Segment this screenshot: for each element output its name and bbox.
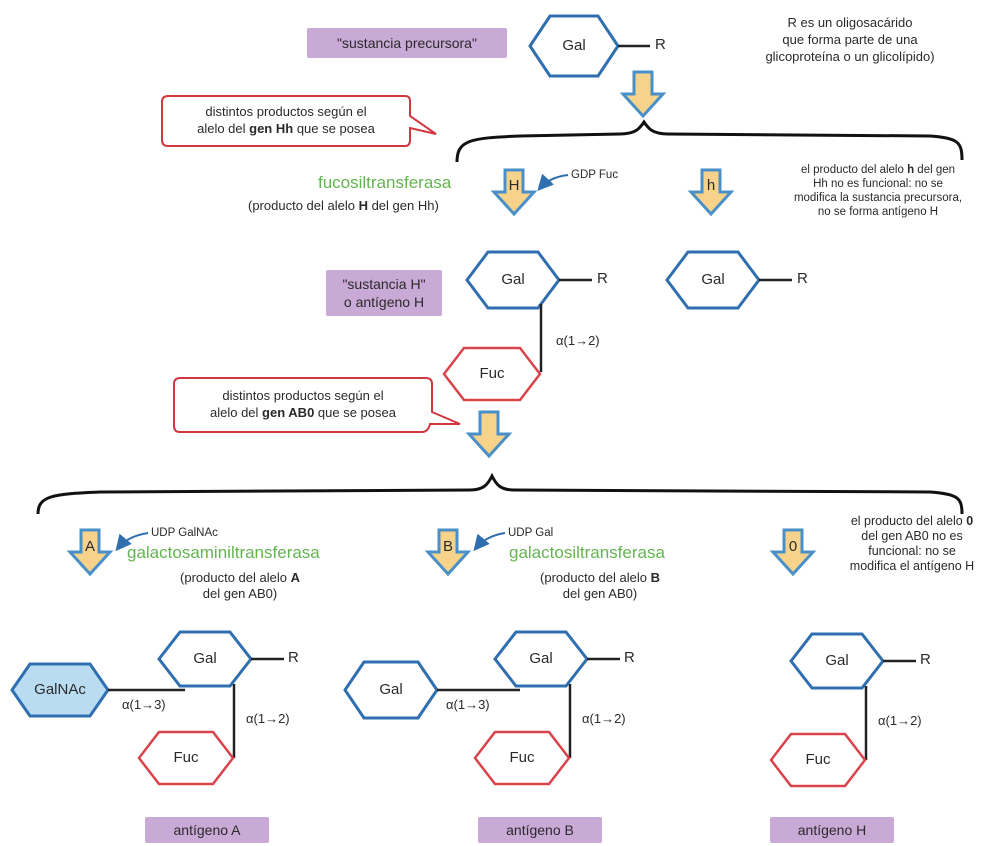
antigen-h-label: antígeno H [770, 817, 894, 843]
precursor-label: "sustancia precursora" [307, 28, 507, 58]
alpha12-label: α(1→2) [878, 713, 922, 728]
h-note-line: modifica la sustancia precursora, [793, 192, 963, 204]
precursor-text: "sustancia precursora" [337, 35, 477, 51]
udp-galnac-arrow [115, 532, 149, 552]
galnac-label: GalNAc [34, 681, 86, 698]
fuc-hexagon-a [137, 730, 235, 786]
enzyme-b-note: (producto del alelo B del gen AB0) [510, 570, 690, 602]
r-label: R [655, 36, 666, 53]
udp-gal-label: UDP Gal [508, 527, 554, 539]
allele-A-label: A [84, 538, 95, 555]
r-label: R [920, 651, 931, 668]
enzyme-note-line: del gen AB0) [202, 586, 278, 601]
enzyme-a-note: (producto del alelo A del gen AB0) [150, 570, 330, 602]
enzyme-note-line: (producto del alelo B [540, 570, 660, 585]
gdp-fuc-label: GDP Fuc [571, 169, 619, 181]
enzyme-a-label: galactosaminiltransferasa [127, 543, 320, 562]
callout-abo-text: distintos productos según el alelo del g… [176, 387, 430, 421]
gal-label: Gal [825, 652, 849, 669]
h-note: el producto del alelo h del gen Hh no es… [760, 163, 996, 219]
enzyme-b-label: galactosiltransferasa [509, 543, 665, 562]
alpha13-label: α(1→3) [446, 697, 490, 712]
callout-hh-bubble [161, 95, 437, 147]
fuc-hexagon-h [442, 346, 542, 402]
substance-h-label: "sustancia H" o antígeno H [326, 270, 442, 316]
o-note: el producto del alelo 0 del gen AB0 no e… [820, 514, 1004, 574]
down-arrow-icon [467, 410, 511, 458]
o-note-line: el producto del alelo 0 [850, 514, 974, 528]
allele-B-label: B [442, 538, 453, 555]
r-note-line: R es un oligosacárido [787, 15, 913, 30]
udp-galnac-label: UDP GalNAc [151, 527, 218, 539]
h-note-line: el producto del alelo h del gen [800, 164, 956, 176]
callout-hh-text: distintos productos según el alelo del g… [164, 103, 408, 137]
r-note-line: glicoproteína o un glicolípido) [765, 49, 935, 64]
callout-abo-bubble [173, 377, 461, 433]
fuc-hexagon-b [473, 730, 571, 786]
r-note: R es un oligosacárido que forma parte de… [740, 14, 960, 65]
substance-h-line2: o antígeno H [343, 294, 425, 310]
antigen-b-text: antígeno B [506, 822, 574, 838]
gdp-fuc-arrow [537, 173, 569, 191]
udp-gal-arrow [473, 532, 506, 552]
allele-0-label: 0 [788, 538, 798, 555]
alpha12-label: α(1→2) [582, 711, 626, 726]
alpha12-label: α(1→2) [246, 711, 290, 726]
antigen-a-label: antígeno A [145, 817, 269, 843]
fuc-hexagon-o [769, 732, 867, 788]
callout-line: distintos productos según el [222, 388, 384, 403]
antigen-h-text: antígeno H [797, 822, 867, 838]
brace-top [455, 119, 964, 163]
fuc-label: Fuc [479, 365, 505, 382]
antigen-a-text: antígeno A [173, 822, 241, 838]
enzyme-note-line: (producto del alelo A [180, 570, 300, 585]
h-note-line: Hh no es funcional: no se [813, 178, 943, 190]
antigen-b-label: antígeno B [478, 817, 602, 843]
r-label: R [624, 649, 635, 666]
h-note-line: no se forma antígeno H [817, 206, 939, 218]
gal-label: Gal [193, 650, 217, 667]
down-arrow-icon [621, 70, 665, 118]
enzyme-note-line: del gen AB0) [562, 586, 638, 601]
enzyme-h-note: (producto del alelo H del gen Hh) [248, 198, 439, 213]
fuc-label: Fuc [509, 749, 535, 766]
gal-label: Gal [562, 37, 586, 54]
gal-label: Gal [701, 271, 725, 288]
gal-label: Gal [501, 271, 525, 288]
brace-bottom [36, 472, 964, 515]
enzyme-h-label: fucosiltransferasa [318, 173, 452, 192]
allele-H-label: H [508, 177, 520, 194]
o-note-line: funcional: no se [868, 544, 956, 558]
o-note-line: del gen AB0 no es [861, 529, 963, 543]
allele-h-label: h [706, 177, 716, 194]
gal-label: Gal [379, 681, 403, 698]
o-note-line: modifica el antígeno H [849, 559, 975, 573]
callout-line: alelo del gen AB0 que se posea [210, 405, 396, 420]
r-note-line: que forma parte de una [782, 32, 918, 47]
r-label: R [597, 270, 608, 287]
r-label: R [288, 649, 299, 666]
substance-h-line1: "sustancia H" [342, 276, 426, 292]
fuc-label: Fuc [805, 751, 831, 768]
gal-label: Gal [529, 650, 553, 667]
callout-line: alelo del gen Hh que se posea [197, 121, 375, 136]
r-label: R [797, 270, 808, 287]
alpha12-label: α(1→2) [556, 333, 600, 348]
callout-line: distintos productos según el [205, 104, 367, 119]
fuc-label: Fuc [173, 749, 199, 766]
alpha13-label: α(1→3) [122, 697, 166, 712]
